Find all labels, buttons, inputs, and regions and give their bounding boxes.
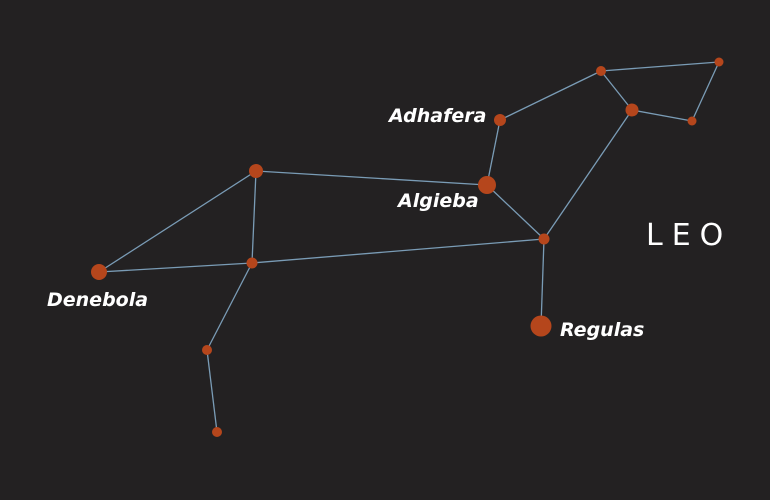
label-denebola: Denebola [47, 289, 148, 311]
constellation-title: LEO [646, 218, 732, 253]
label-regulas: Regulas [560, 319, 644, 341]
line-chest-head [543, 109, 633, 240]
line-upper-body-algieba [255, 170, 488, 186]
line-nose-jaw [691, 61, 720, 122]
line-head-jaw [631, 109, 693, 122]
line-lower-body-chest [251, 238, 545, 264]
line-algieba-chest [486, 184, 545, 240]
star-jaw [687, 116, 697, 126]
line-denebola-lower-body [98, 262, 253, 273]
label-adhafera: Adhafera [387, 105, 486, 127]
star-denebola [91, 264, 107, 280]
star-regulas [530, 315, 552, 337]
line-denebola-upper-body [98, 170, 257, 273]
star-upper-body [249, 164, 263, 178]
star-nose [714, 57, 724, 67]
star-chest [538, 233, 550, 245]
star-lower-body [246, 257, 258, 269]
line-chest-regulas [540, 238, 545, 327]
star-algieba [478, 176, 496, 194]
star-mane [596, 66, 606, 76]
label-algieba: Algieba [396, 190, 479, 212]
constellation-stars [91, 57, 724, 437]
star-foot [212, 427, 222, 437]
star-leg [202, 345, 212, 355]
star-head [625, 103, 639, 117]
line-mane-head [600, 70, 633, 111]
constellation-lines [98, 61, 720, 433]
star-adhafera [494, 114, 506, 126]
line-algieba-adhafera [486, 119, 501, 186]
line-mane-nose [600, 61, 720, 72]
line-leg-foot [206, 349, 218, 433]
line-upper-body-lower-body [251, 170, 257, 264]
line-adhafera-mane [499, 70, 602, 121]
line-lower-body-leg [206, 262, 253, 351]
